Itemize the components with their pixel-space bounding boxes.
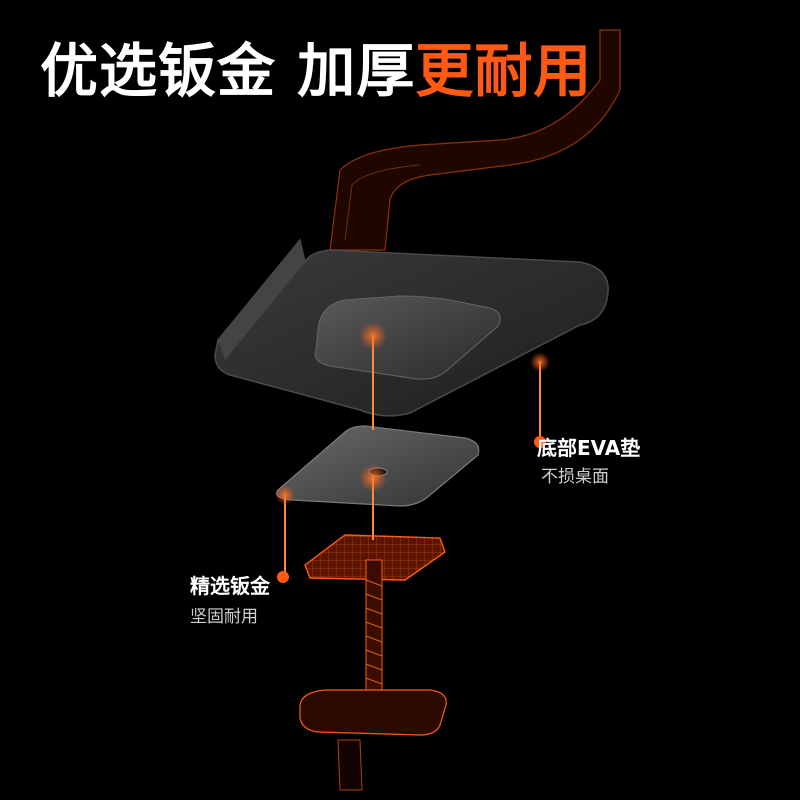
callout-dot-sheet-metal: [277, 571, 289, 583]
callout-sheet-metal-subtitle: 坚固耐用: [190, 607, 258, 627]
glow-dot: [275, 485, 295, 505]
screw-rod: [365, 559, 383, 721]
clamp-bottom-base: [299, 689, 447, 791]
clamp-top-plate: [214, 238, 609, 417]
glow-dot: [359, 464, 387, 492]
glow-dot: [359, 322, 387, 350]
headline-part1: 优选钣金 加厚: [40, 37, 416, 105]
callout-eva-title: 底部EVA垫: [537, 436, 641, 460]
glow-dot: [530, 352, 550, 372]
monitor-arm-ghost: [329, 29, 621, 251]
eva-pad: [304, 534, 446, 581]
callout-sheet-metal-title: 精选钣金: [190, 574, 270, 598]
callout-dot-eva: [534, 436, 546, 448]
callout-eva-subtitle: 不损桌面: [541, 467, 609, 487]
page-title: 优选钣金 加厚更耐用: [40, 37, 593, 105]
headline-part2: 更耐用: [415, 37, 593, 105]
